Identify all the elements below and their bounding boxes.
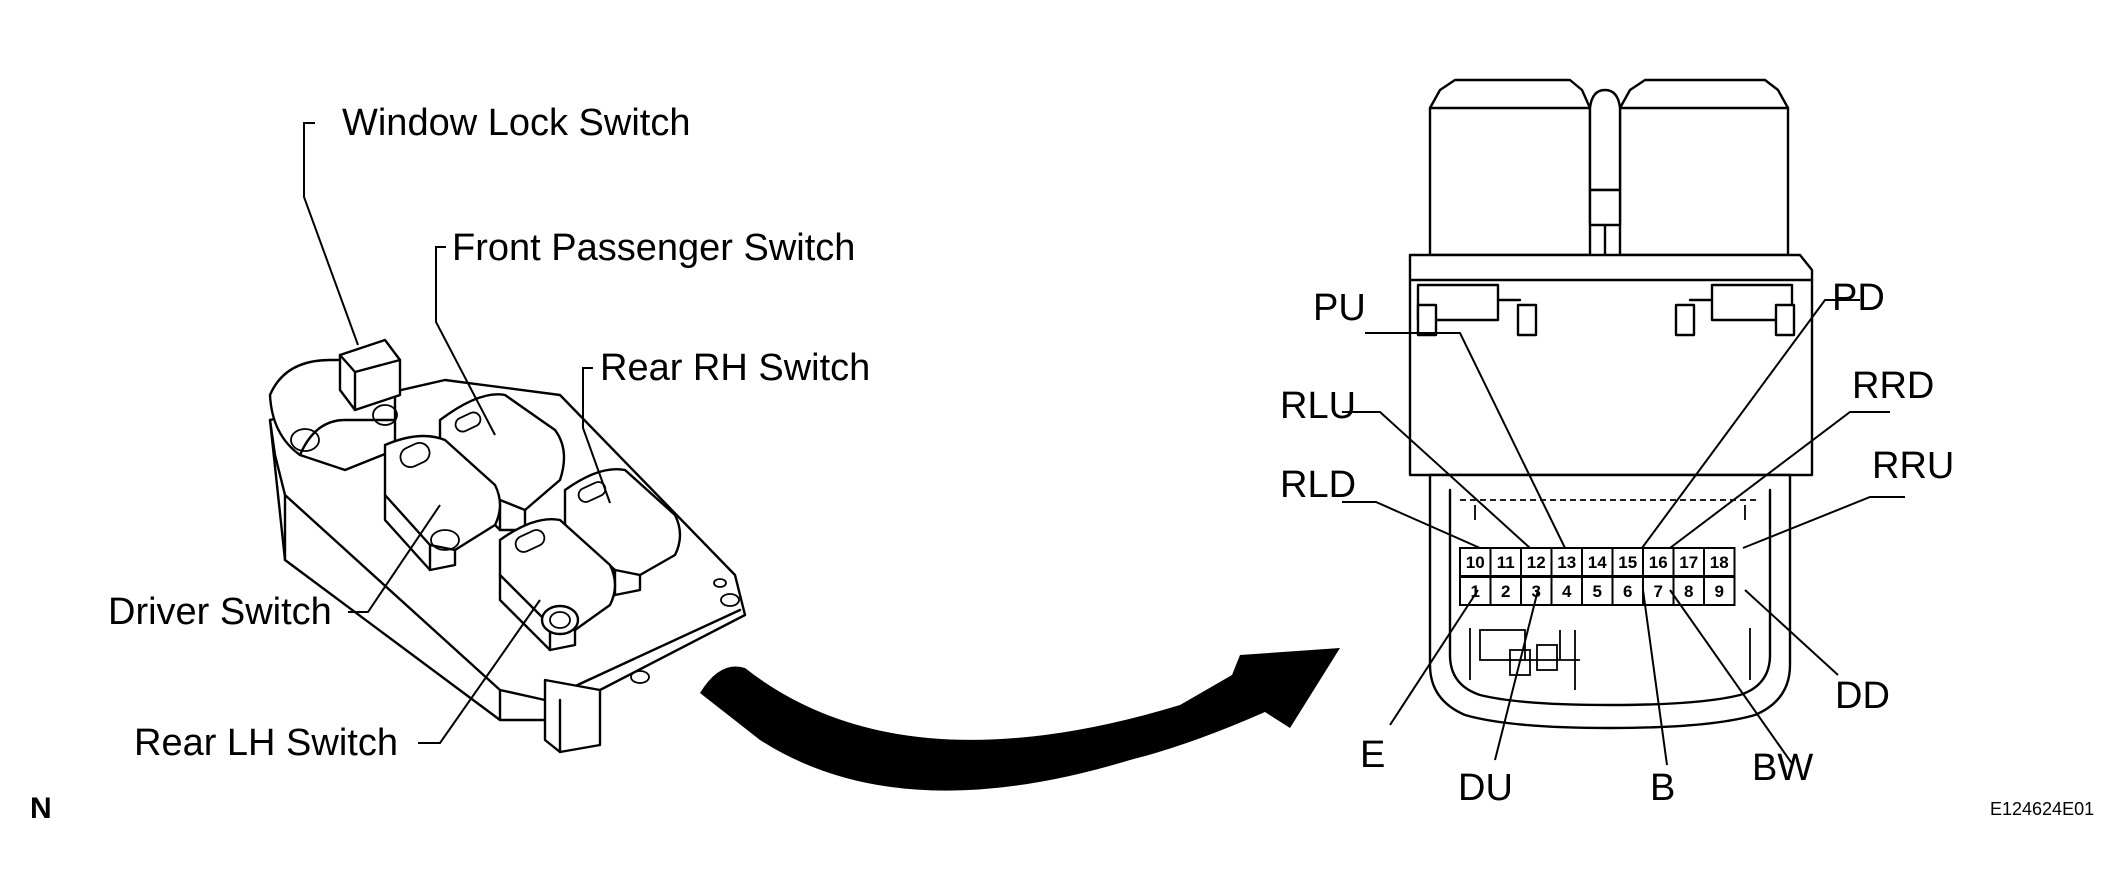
pin-cell [1611,547,1644,577]
pin-number: 17 [1679,553,1698,572]
pin-number: 15 [1618,553,1637,572]
figure-code: E124624E01 [1990,799,2094,819]
terminal-label-rlu: RLU [1280,385,1356,427]
curved-arrow [700,648,1340,791]
pin-number: 13 [1557,553,1576,572]
rear-lh-callout: Rear LH Switch [134,599,541,764]
pin-cell [1581,576,1614,606]
front-passenger-callout: Front Passenger Switch [435,227,855,436]
corner-mark: N [30,792,52,825]
terminal-label-rld: RLD [1280,464,1356,506]
rear-rh-callout: Rear RH Switch [582,347,870,504]
terminal-label-bw: BW [1752,747,1813,789]
pin-number: 8 [1684,582,1693,601]
pin-number: 14 [1588,553,1607,572]
pin-cell [1459,576,1492,606]
terminal-label-pu: PU [1313,287,1366,329]
pin-cell [1611,576,1644,606]
pin-cell [1489,576,1522,606]
driver-switch-callout: Driver Switch [108,504,441,633]
pin-number: 2 [1501,582,1510,601]
pin-number: 16 [1649,553,1668,572]
terminal-label-rru: RRU [1872,445,1954,487]
pin-cell [1459,547,1492,577]
pin-number: 10 [1466,553,1485,572]
terminal-label-rrd: RRD [1852,365,1934,407]
pin-number: 7 [1654,582,1663,601]
pin-cell [1520,547,1553,577]
pin-number: 12 [1527,553,1546,572]
rear-lh-switch-label: Rear LH Switch [134,722,398,764]
connector-illustration [1408,78,1814,730]
rear-rh-switch-label: Rear RH Switch [600,347,870,389]
pin-cell [1581,547,1614,577]
terminal-label-pd: PD [1832,277,1885,319]
window-lock-callout: Window Lock Switch [303,102,690,346]
power-window-master-switch-illustration [268,338,747,754]
pin-cell [1672,547,1705,577]
terminal-label-b: B [1650,767,1675,809]
driver-switch-label: Driver Switch [108,591,332,633]
window-lock-switch-label: Window Lock Switch [342,102,690,144]
pin-cell [1672,576,1705,606]
terminal-label-dd: DD [1835,675,1890,717]
pin-number: 1 [1471,582,1480,601]
pin-number: 3 [1532,582,1541,601]
pin-number: 4 [1562,582,1572,601]
terminal-leaders [1342,299,1905,766]
pin-number: 11 [1497,553,1515,572]
terminal-label-e: E [1360,734,1385,776]
front-passenger-switch-label: Front Passenger Switch [452,227,855,269]
pin-number: 5 [1593,582,1602,601]
terminal-label-du: DU [1458,767,1513,809]
pin-cell [1703,576,1736,606]
pin-number: 9 [1715,582,1724,601]
pin-number: 6 [1623,582,1632,601]
pin-number: 18 [1710,553,1729,572]
